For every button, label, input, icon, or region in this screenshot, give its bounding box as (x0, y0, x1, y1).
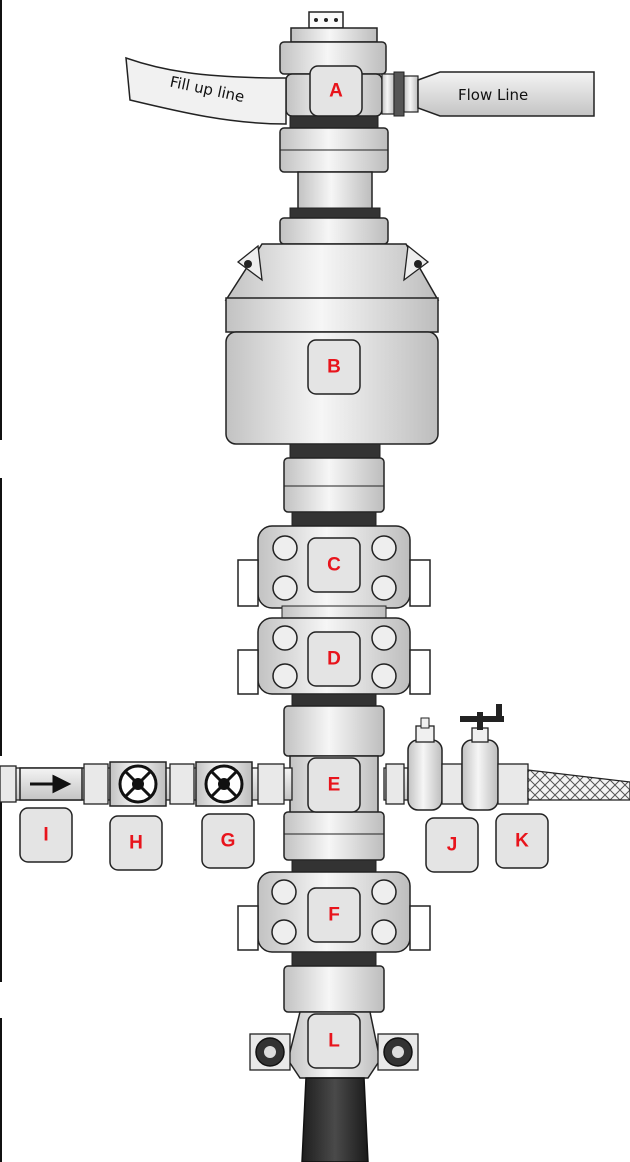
kill-line (0, 761, 293, 807)
left-edge-segment-4 (0, 1018, 2, 1162)
spool-b-c (283, 443, 385, 527)
callout-a-text: A (329, 81, 343, 102)
casing-pipe (301, 1077, 369, 1162)
callout-d: D (307, 631, 361, 687)
left-edge-segment-2 (0, 478, 2, 756)
choke-line (383, 704, 630, 811)
callout-c-text: C (327, 555, 341, 576)
ram-preventer-d (237, 605, 431, 695)
callout-i: I (19, 807, 73, 863)
flow-line: Flow Line (381, 71, 595, 117)
callout-a: A (309, 65, 363, 117)
callout-g: G (201, 813, 255, 869)
callout-f: F (307, 887, 361, 943)
callout-e: E (307, 757, 361, 813)
callout-e-text: E (328, 775, 341, 796)
callout-k-text: K (515, 831, 529, 852)
callout-j-text: J (447, 835, 458, 856)
callout-f-text: F (328, 905, 340, 926)
callout-l-text: L (328, 1031, 340, 1052)
callout-j: J (425, 817, 479, 873)
upper-spool (279, 115, 389, 245)
callout-i-text: I (43, 825, 48, 846)
callout-b: B (307, 339, 361, 395)
callout-k: K (495, 813, 549, 869)
callout-b-text: B (327, 357, 341, 378)
left-edge-segment-3 (0, 792, 2, 982)
callout-c: C (307, 537, 361, 593)
flow-line-label: Flow Line (458, 86, 528, 104)
callout-l: L (307, 1013, 361, 1069)
callout-g-text: G (221, 831, 236, 852)
left-edge-segment-1 (0, 0, 2, 440)
callout-d-text: D (327, 649, 341, 670)
callout-h-text: H (129, 833, 143, 854)
fill-up-line: Fill up line (125, 56, 287, 125)
callout-h: H (109, 815, 163, 871)
